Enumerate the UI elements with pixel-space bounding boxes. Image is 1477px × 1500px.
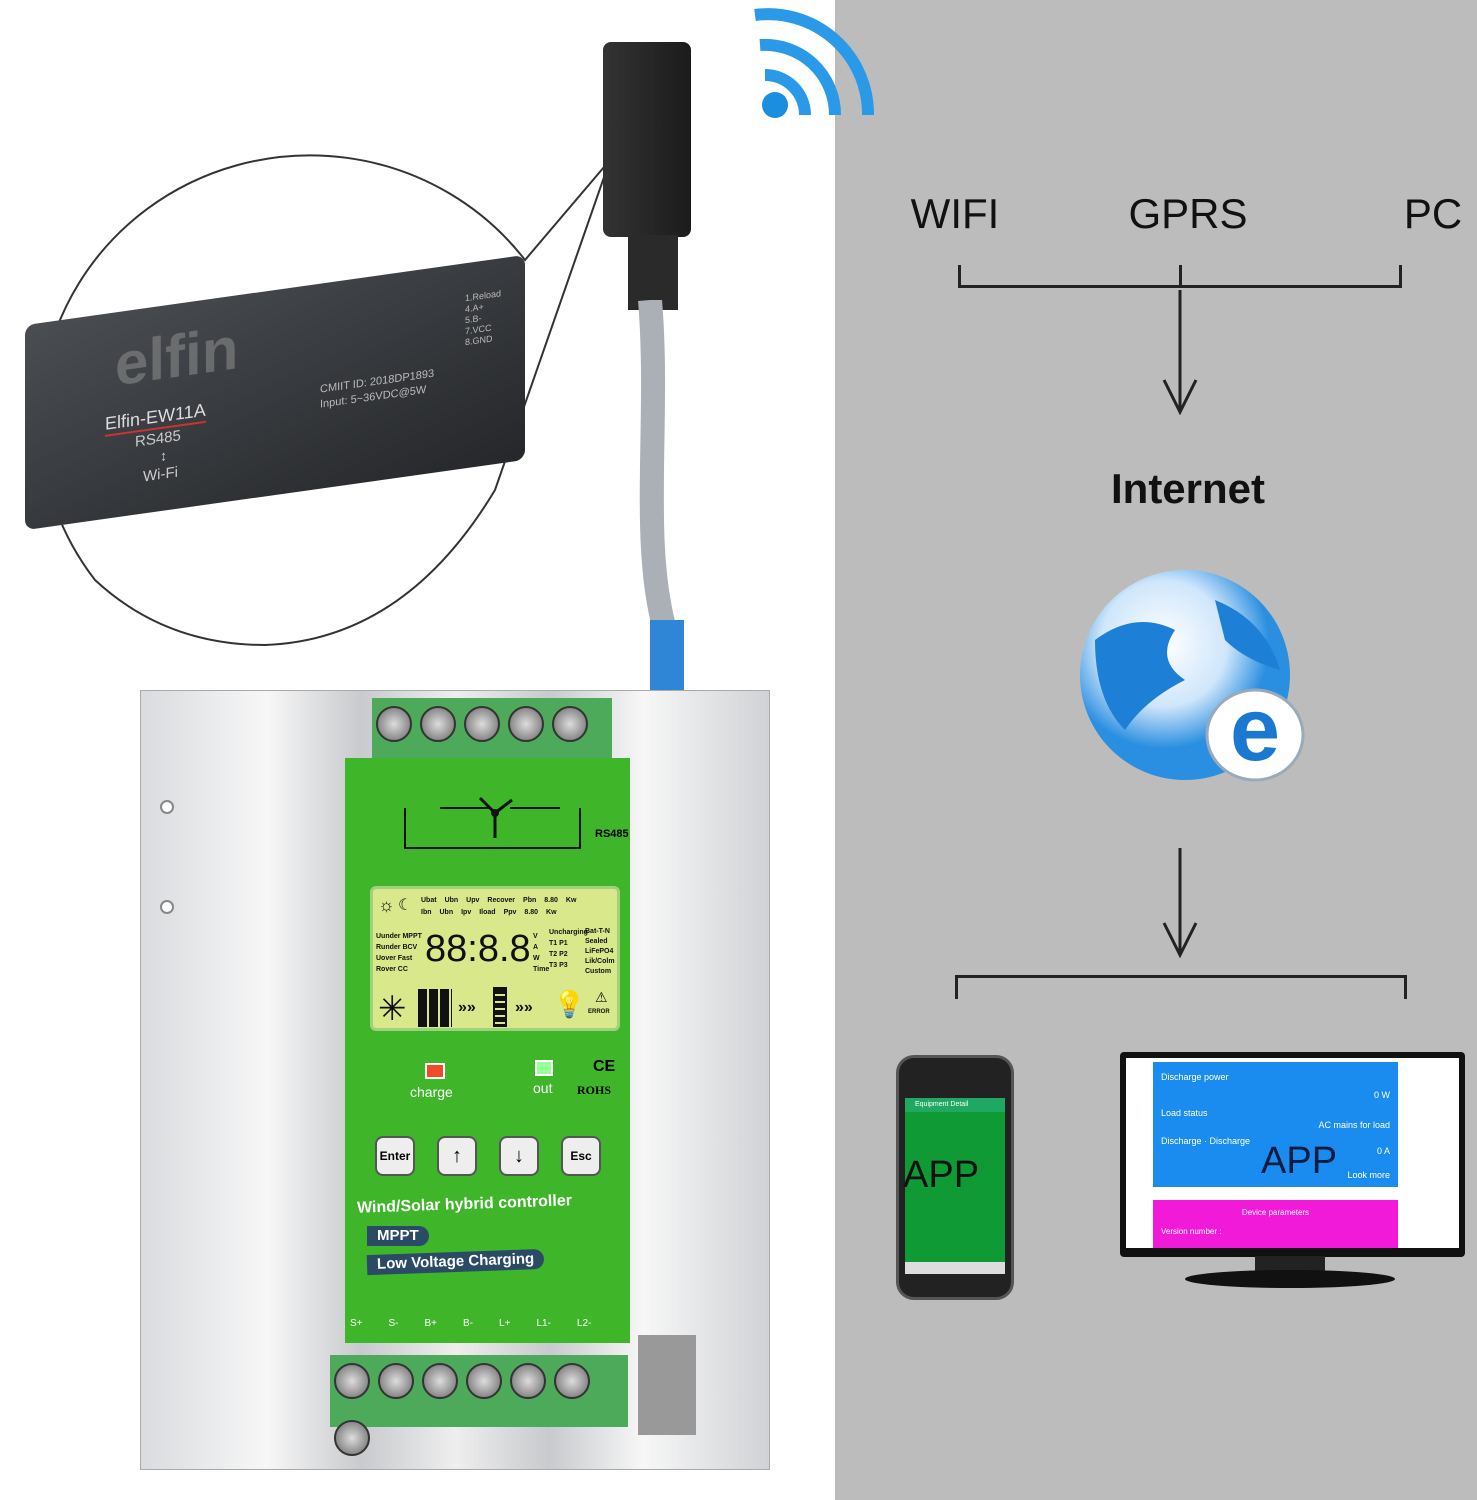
charge-led-label: charge xyxy=(410,1084,453,1100)
esc-button[interactable]: Esc xyxy=(561,1136,601,1176)
app-label: APP xyxy=(903,1154,980,1196)
flow-arrows-icon: »» xyxy=(458,999,476,1016)
source-pc: PC xyxy=(1403,190,1463,237)
status-card: Discharge power 0 W Load status AC mains… xyxy=(1153,1062,1398,1187)
bracket-tick xyxy=(955,975,958,999)
mount-hole xyxy=(160,900,174,914)
row-value: AC mains for load xyxy=(1318,1120,1390,1130)
top-terminal-block xyxy=(372,698,612,758)
row-value: 0 W xyxy=(1373,1090,1390,1100)
phone-header: Equipment Detail xyxy=(905,1098,1005,1112)
section-title: Device parameters xyxy=(1241,1208,1310,1217)
row-label: Discharge power xyxy=(1161,1072,1229,1082)
up-button[interactable]: ↑ xyxy=(437,1136,477,1176)
solar-panel-icon xyxy=(418,989,452,1027)
out-led xyxy=(535,1060,553,1076)
brand-logo: elfin xyxy=(115,314,239,399)
source-wifi: WIFI xyxy=(910,190,1000,237)
error-label: ERROR xyxy=(588,1009,610,1015)
ce-mark: CE xyxy=(593,1058,616,1075)
rj45-plug xyxy=(628,235,678,310)
look-more-link[interactable]: Look more xyxy=(1347,1170,1390,1180)
phone-header-title: Equipment Detail xyxy=(915,1101,969,1108)
globe-letter: e xyxy=(1230,680,1280,780)
bracket-bottom xyxy=(955,975,1407,978)
source-gprs: GPRS xyxy=(1128,190,1248,237)
row-label: Discharge · Discharge xyxy=(1161,1136,1251,1146)
bottom-terminal-block xyxy=(330,1355,628,1456)
wind-solar-diagram-icon xyxy=(404,796,581,849)
mount-hole xyxy=(160,800,174,814)
monitor-stand xyxy=(1185,1270,1395,1288)
rs485-port-label: RS485 xyxy=(595,828,629,840)
battery-icon xyxy=(493,987,507,1027)
row-label: Load status xyxy=(1161,1108,1208,1118)
wind-turbine-icon: ✳ xyxy=(378,990,407,1028)
arrow-down-icon xyxy=(1162,290,1198,415)
feature-mppt: MPPT xyxy=(367,1226,429,1246)
smartphone: Equipment Detail APP xyxy=(896,1055,1014,1300)
feature-low-voltage: Low Voltage Charging xyxy=(366,1248,545,1276)
convert-arrow-icon: ↕ xyxy=(160,447,167,465)
arrow-down-icon xyxy=(1162,848,1198,958)
monitor: Discharge power 0 W Load status AC mains… xyxy=(1120,1052,1465,1257)
charge-led xyxy=(425,1063,445,1079)
bracket-tick xyxy=(958,265,961,287)
monitor-neck xyxy=(1255,1256,1325,1272)
bracket-tick xyxy=(1179,265,1182,287)
out-led-label: out xyxy=(533,1080,553,1096)
network-cable xyxy=(638,300,684,690)
product-title: Wind/Solar hybrid controller xyxy=(356,1192,573,1217)
button-row: Enter ↑ ↓ Esc xyxy=(375,1136,601,1176)
bracket-tick xyxy=(1404,975,1407,999)
wifi-label: Wi-Fi xyxy=(143,463,178,486)
wifi-icon xyxy=(754,8,875,118)
bulb-icon: 💡 xyxy=(553,989,586,1019)
bracket-tick xyxy=(1399,265,1402,287)
down-button[interactable]: ↓ xyxy=(499,1136,539,1176)
wifi-dongle xyxy=(603,42,691,237)
app-label: APP xyxy=(1261,1140,1338,1182)
globe-icon: e xyxy=(1080,570,1305,782)
warning-icon: ⚠ xyxy=(595,989,608,1005)
cable-gland xyxy=(638,1335,696,1435)
row-value: 0 A xyxy=(1376,1146,1390,1156)
terminal-labels: S+S-B+B-L+L1-L2- xyxy=(350,1318,592,1329)
moon-icon: ☾ xyxy=(398,897,413,914)
enter-button[interactable]: Enter xyxy=(375,1136,415,1176)
phone-nav xyxy=(905,1262,1005,1274)
version-label: Version number : xyxy=(1161,1227,1222,1236)
phone-screen xyxy=(905,1112,1005,1262)
rohs-mark: ROHS xyxy=(577,1083,612,1097)
sun-icon: ☼ xyxy=(378,895,395,915)
lcd-digits: 88:8.8 xyxy=(425,928,531,970)
device-parameters-card: Device parameters Version number : xyxy=(1153,1200,1398,1248)
internet-label: Internet xyxy=(1110,465,1266,512)
flow-arrows-icon: »» xyxy=(515,999,533,1016)
